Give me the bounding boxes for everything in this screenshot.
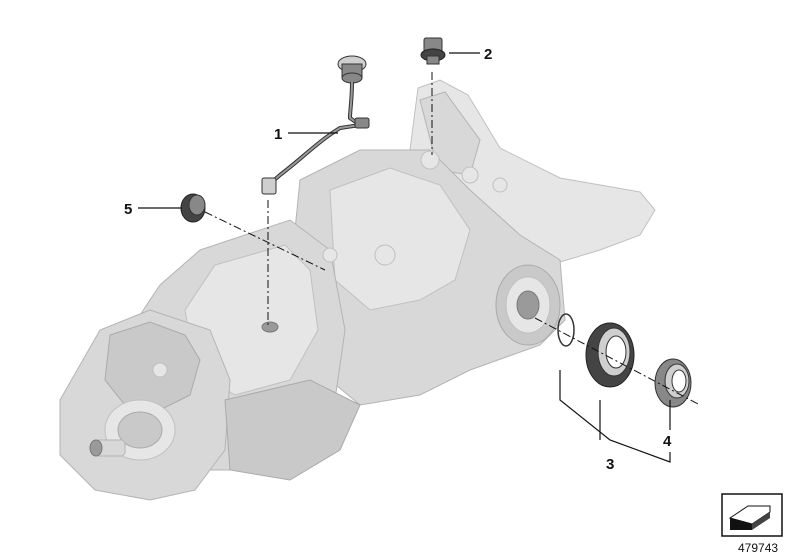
- part-2-breather-plug: [420, 37, 446, 65]
- callout-3: 3: [606, 456, 614, 473]
- callout-5: 5: [124, 201, 132, 218]
- callout-2: 2: [484, 46, 492, 63]
- reference-number: 479743: [738, 541, 778, 555]
- part-1-sensor-cable: [261, 55, 370, 195]
- leader-lines: [138, 52, 671, 463]
- arrow-badge-icon: [721, 493, 783, 537]
- assembly-centerlines: [204, 72, 701, 406]
- part-4-ring: [654, 358, 692, 408]
- transmission-housing: [59, 79, 656, 501]
- callout-1: 1: [274, 126, 282, 143]
- part-5-cap: [180, 193, 206, 223]
- callout-4: 4: [663, 433, 672, 450]
